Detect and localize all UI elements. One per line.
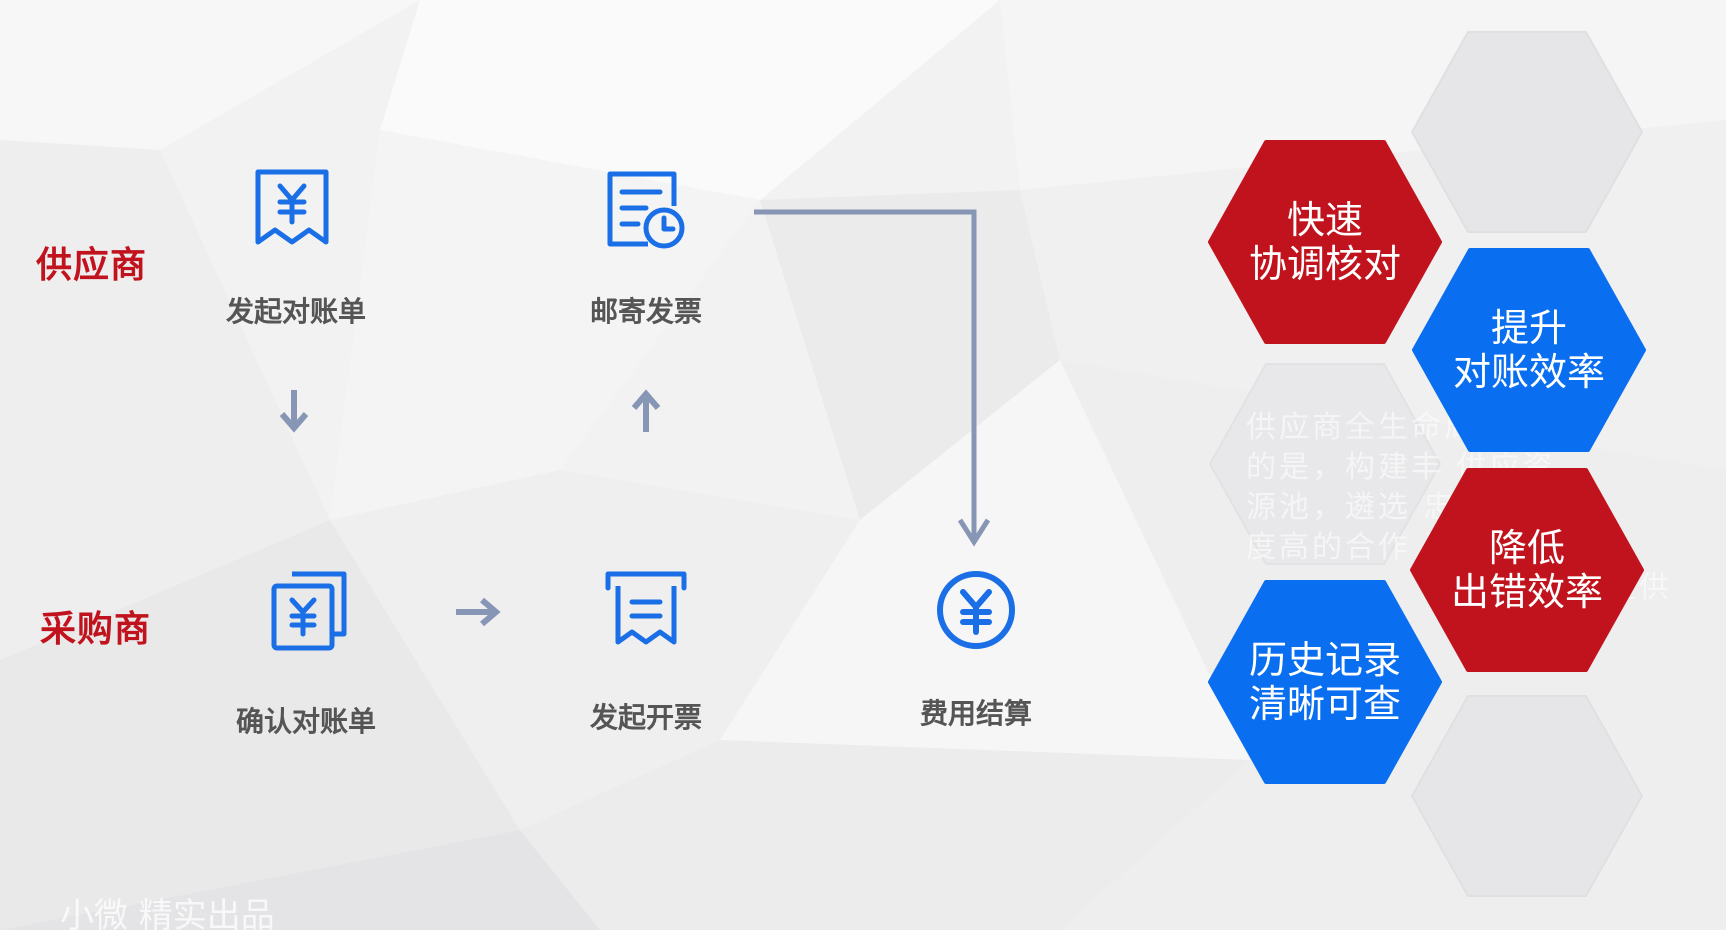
connector-elbow-arrow-icon [754, 209, 991, 547]
watermark-text: 小微 精实出品 [60, 896, 275, 930]
ghost-hexagon [1410, 30, 1644, 234]
document-clock-icon-drawing [607, 171, 685, 249]
stacked-yuan-docs-icon [271, 571, 347, 651]
benefit-hexagon-fast-reconcile: 快速 协调核对 [1208, 140, 1442, 344]
benefit-line: 协调核对 [1248, 242, 1401, 286]
step-confirm-statement: 确认对账单 [235, 705, 376, 738]
benefit-hexagon-improve-efficiency: 提升 对账效率 [1412, 248, 1646, 452]
benefit-line: 历史记录 [1248, 638, 1401, 682]
step-settlement: 费用结算 [919, 697, 1032, 730]
role-buyer: 采购商 [40, 609, 152, 650]
benefit-line: 提升 [1490, 306, 1567, 350]
invoice-print-icon [605, 571, 687, 645]
role-supplier: 供应商 [36, 245, 148, 286]
benefit-line: 出错效率 [1450, 570, 1603, 614]
benefit-hexagon-history-records: 历史记录 清晰可查 [1208, 580, 1442, 784]
benefit-hexagon-reduce-errors: 降低 出错效率 [1410, 468, 1644, 672]
ghost-hexagon [1208, 362, 1442, 566]
arrow-right-icon [456, 597, 501, 627]
ghost-hexagon [1410, 694, 1644, 898]
yuan-circle-icon [937, 571, 1015, 649]
benefit-line: 快速 [1286, 198, 1363, 242]
step-initiate-statement: 发起对账单 [225, 295, 366, 328]
step-initiate-invoicing: 发起开票 [589, 701, 702, 734]
receipt-yuan-icon [255, 169, 329, 245]
benefit-line: 对账效率 [1452, 350, 1605, 394]
arrow-down-icon [279, 390, 309, 433]
benefit-line: 清晰可查 [1248, 682, 1401, 726]
step-mail-invoice: 邮寄发票 [589, 295, 702, 328]
benefit-line: 降低 [1488, 526, 1565, 570]
arrow-up-icon [631, 389, 661, 432]
